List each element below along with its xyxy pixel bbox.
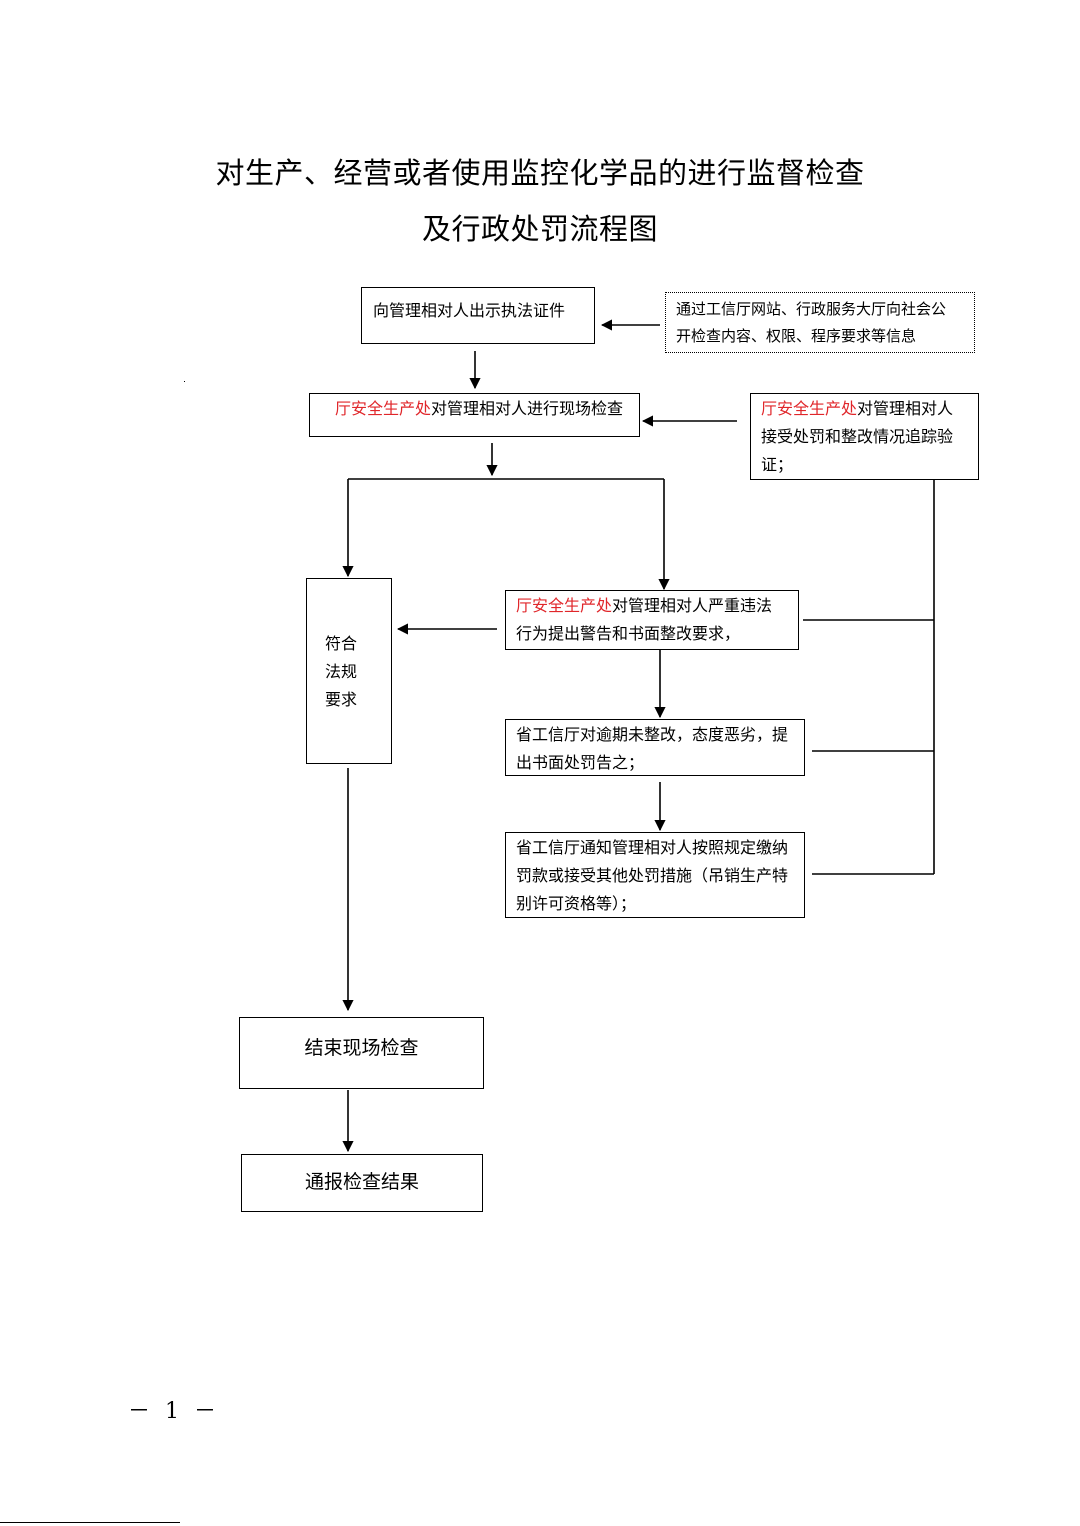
node-show-credentials: 向管理相对人出示执法证件 (361, 287, 595, 344)
dept-name-highlight: 厅安全生产处 (761, 399, 858, 418)
dept-name-highlight: 厅安全生产处 (335, 399, 432, 418)
node-warning: 厅安全生产处对管理相对人严重违法 行为提出警告和书面整改要求， (505, 590, 799, 650)
node-follow-up-line3: 证； (761, 455, 794, 474)
node-report-results: 通报检查结果 (241, 1154, 483, 1212)
node-publicize-info: 通过工信厅网站、行政服务大厅向社会公 开检查内容、权限、程序要求等信息 (665, 292, 975, 353)
node-end-inspection-text: 结束现场检查 (304, 1037, 419, 1059)
diagram-title-line2: 及行政处罚流程图 (421, 212, 658, 246)
node-onsite-inspection-rest: 对管理相对人进行现场检查 (431, 399, 624, 418)
node-penalty-execution-line3: 别许可资格等）； (516, 894, 637, 913)
node-warning-line2: 行为提出警告和书面整改要求， (516, 624, 741, 643)
dept-name-highlight: 厅安全生产处 (516, 596, 613, 615)
node-show-credentials-text: 向管理相对人出示执法证件 (373, 301, 566, 320)
node-warning-line1-rest: 对管理相对人严重违法 (612, 596, 773, 615)
node-compliant: 符合 法规 要求 (306, 578, 392, 764)
node-penalty-notice-line1: 省工信厅对逾期未整改，态度恶劣，提 (516, 725, 789, 744)
node-onsite-inspection: 厅安全生产处对管理相对人进行现场检查 (309, 393, 640, 437)
node-compliant-line1: 符合 (325, 634, 358, 653)
node-publicize-line1: 通过工信厅网站、行政服务大厅向社会公 (676, 300, 947, 318)
node-follow-up-line1-rest: 对管理相对人 (857, 399, 954, 418)
page-number: － 1 － (128, 1399, 220, 1424)
diagram-title-line1: 对生产、经营或者使用监控化学品的进行监督检查 (215, 156, 865, 190)
node-compliant-line2: 法规 (325, 662, 358, 681)
node-penalty-execution: 省工信厅通知管理相对人按照规定缴纳 罚款或接受其他处罚措施（吊销生产特 别许可资… (505, 832, 805, 918)
node-follow-up-line1: 厅安全生产处对管理相对人 (761, 395, 953, 423)
node-penalty-execution-line2: 罚款或接受其他处罚措施（吊销生产特 (516, 866, 789, 885)
node-onsite-inspection-text: 厅安全生产处对管理相对人进行现场检查 (335, 395, 623, 423)
node-penalty-notice-line2: 出书面处罚告之； (516, 753, 645, 772)
node-end-inspection: 结束现场检查 (239, 1017, 484, 1089)
node-penalty-execution-line1: 省工信厅通知管理相对人按照规定缴纳 (516, 838, 789, 857)
node-follow-up: 厅安全生产处对管理相对人 接受处罚和整改情况追踪验 证； (750, 393, 979, 480)
footer-rule (0, 1522, 180, 1523)
node-follow-up-line2: 接受处罚和整改情况追踪验 (761, 427, 954, 446)
stray-dot (184, 381, 185, 382)
node-compliant-line3: 要求 (325, 690, 358, 709)
node-penalty-notice: 省工信厅对逾期未整改，态度恶劣，提 出书面处罚告之； (505, 719, 805, 776)
node-warning-line1: 厅安全生产处对管理相对人严重违法 (516, 592, 772, 620)
node-report-results-text: 通报检查结果 (304, 1171, 419, 1193)
node-publicize-line2: 开检查内容、权限、程序要求等信息 (676, 327, 917, 345)
